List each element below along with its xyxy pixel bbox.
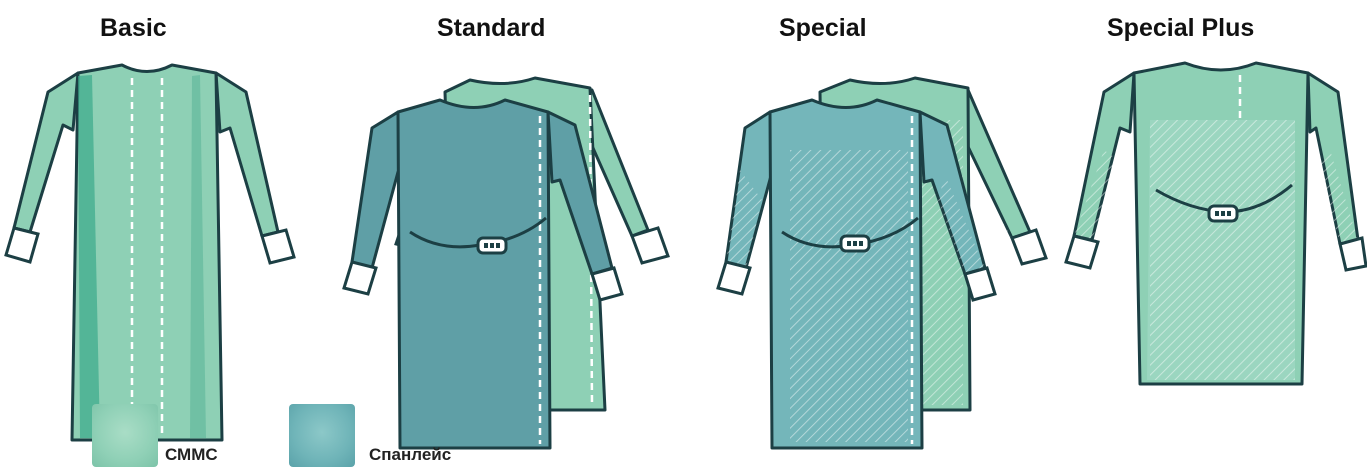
- special-plus-reinforcement: [1150, 120, 1295, 380]
- special-gown: [718, 78, 1046, 448]
- basic-gown: [6, 65, 294, 440]
- legend-swatch-smms: [92, 404, 158, 467]
- special-plus-left-cuff: [1066, 236, 1098, 268]
- basic-left-sleeve: [14, 73, 78, 232]
- special-front-left-cuff: [718, 262, 750, 294]
- standard-back-cuff: [632, 228, 668, 263]
- legend-label-smms: СММС: [165, 445, 218, 465]
- special-back-cuff: [1012, 230, 1046, 264]
- basic-right-cuff: [262, 230, 294, 263]
- special-plus-right-cuff: [1340, 238, 1366, 270]
- legend-swatch-spunlace: [289, 404, 355, 467]
- standard-front-body: [398, 100, 550, 448]
- basic-right-sleeve: [216, 73, 278, 236]
- special-plus-gown: [1066, 63, 1366, 384]
- legend-label-spunlace: Спанлейс: [369, 445, 451, 465]
- basic-left-cuff: [6, 228, 38, 262]
- standard-gown: [344, 78, 668, 448]
- standard-front-left-cuff: [344, 262, 376, 294]
- special-front-reinforcement: [790, 150, 908, 442]
